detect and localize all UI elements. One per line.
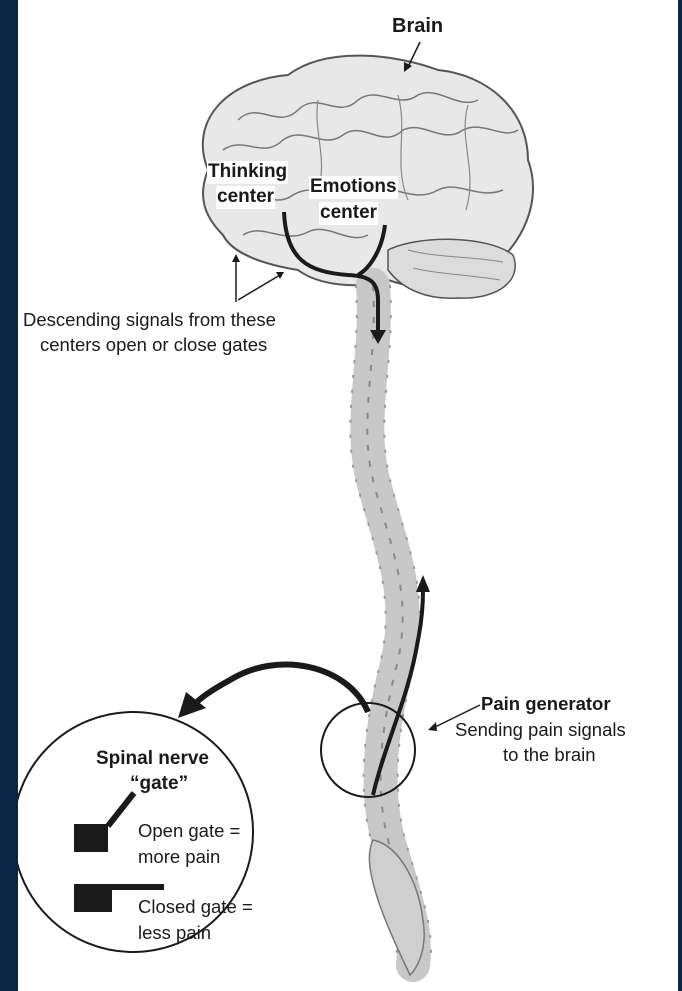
gate-title-line2: “gate” (130, 773, 188, 796)
open-gate-label-line1: Open gate = (138, 820, 240, 842)
descending-signals-label-line1: Descending signals from these (23, 309, 276, 331)
pain-generator-text-line2: to the brain (503, 744, 596, 766)
open-gate-block (74, 824, 108, 852)
emotions-center-label-line2: center (319, 202, 378, 225)
open-gate-label-line2: more pain (138, 846, 220, 868)
gate-title-line1: Spinal nerve (96, 748, 209, 771)
descending-signals-label-line2: centers open or close gates (40, 334, 267, 356)
pain-generator-title: Pain generator (481, 693, 611, 715)
closed-gate-label-line2: less pain (138, 922, 211, 944)
emotions-center-label-line1: Emotions (309, 176, 398, 199)
anatomy-illustration (18, 0, 678, 991)
thinking-center-label-line2: center (216, 186, 275, 209)
pain-generator-text-line1: Sending pain signals (455, 719, 626, 741)
closed-gate-block (74, 884, 112, 912)
gate-zoom-arrow (193, 664, 368, 712)
descending-pointer-2 (238, 275, 280, 300)
brain-label: Brain (392, 14, 443, 38)
thinking-center-label-line1: Thinking (207, 161, 288, 184)
closed-gate-label-line1: Closed gate = (138, 896, 253, 918)
diagram-panel: Brain Thinking center Emotions center De… (18, 0, 678, 991)
